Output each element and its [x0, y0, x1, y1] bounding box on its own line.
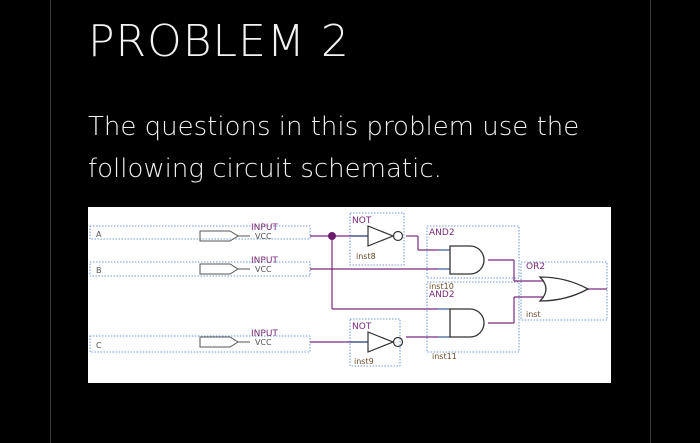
left-divider: [50, 0, 51, 443]
input-pin-c-type: INPUT: [251, 329, 278, 339]
not-bottom-instance: inst9: [354, 357, 374, 366]
not-bottom-type: NOT: [352, 322, 372, 332]
signal-c-label: C: [96, 341, 102, 350]
or-region: [520, 261, 608, 321]
signal-a-label: A: [96, 230, 102, 239]
slide-title: PROBLEM 2: [88, 16, 350, 67]
input-pin-a-type: INPUT: [251, 223, 278, 233]
input-pin-a-icon: [199, 230, 239, 242]
not-gate-bottom-icon: [367, 331, 395, 353]
input-pin-a-supply: VCC: [255, 232, 272, 241]
schematic-svg: A B C INPUT VCC INPUT VCC INPUT VCC: [89, 212, 608, 367]
and-bottom-region: [426, 281, 520, 353]
input-pin-c-icon: [199, 336, 239, 348]
not-bottom-region: [349, 318, 401, 367]
and-gate-top-icon: [449, 245, 485, 275]
slide-body-text: The questions in this problem use the fo…: [88, 112, 580, 184]
or-type: OR2: [526, 262, 545, 272]
input-pin-c-supply: VCC: [255, 338, 272, 347]
and-bottom-instance: inst10: [429, 282, 454, 291]
signal-c-region: [89, 335, 311, 353]
not-top-region: [349, 212, 405, 266]
not-top-type: NOT: [352, 216, 372, 226]
not-top-instance: inst8: [356, 252, 376, 261]
and-gate-bottom-icon: [449, 308, 485, 338]
input-pin-b-supply: VCC: [255, 265, 272, 274]
wire-junction-dot: [328, 232, 336, 240]
and-top-type: AND2: [429, 228, 455, 238]
input-pin-b-type: INPUT: [251, 256, 278, 266]
input-pin-b-icon: [199, 263, 239, 275]
and-bottom-type: AND2: [429, 290, 455, 300]
not-gate-top-icon: [367, 225, 395, 247]
signal-b-label: B: [96, 266, 102, 275]
and-bottom-inst-label: inst11: [432, 352, 457, 361]
circuit-schematic: A B C INPUT VCC INPUT VCC INPUT VCC: [88, 207, 611, 383]
or-gate-icon: [538, 276, 590, 302]
right-divider: [650, 0, 651, 443]
and-top-region: [426, 225, 520, 279]
or-instance: inst: [526, 310, 541, 319]
